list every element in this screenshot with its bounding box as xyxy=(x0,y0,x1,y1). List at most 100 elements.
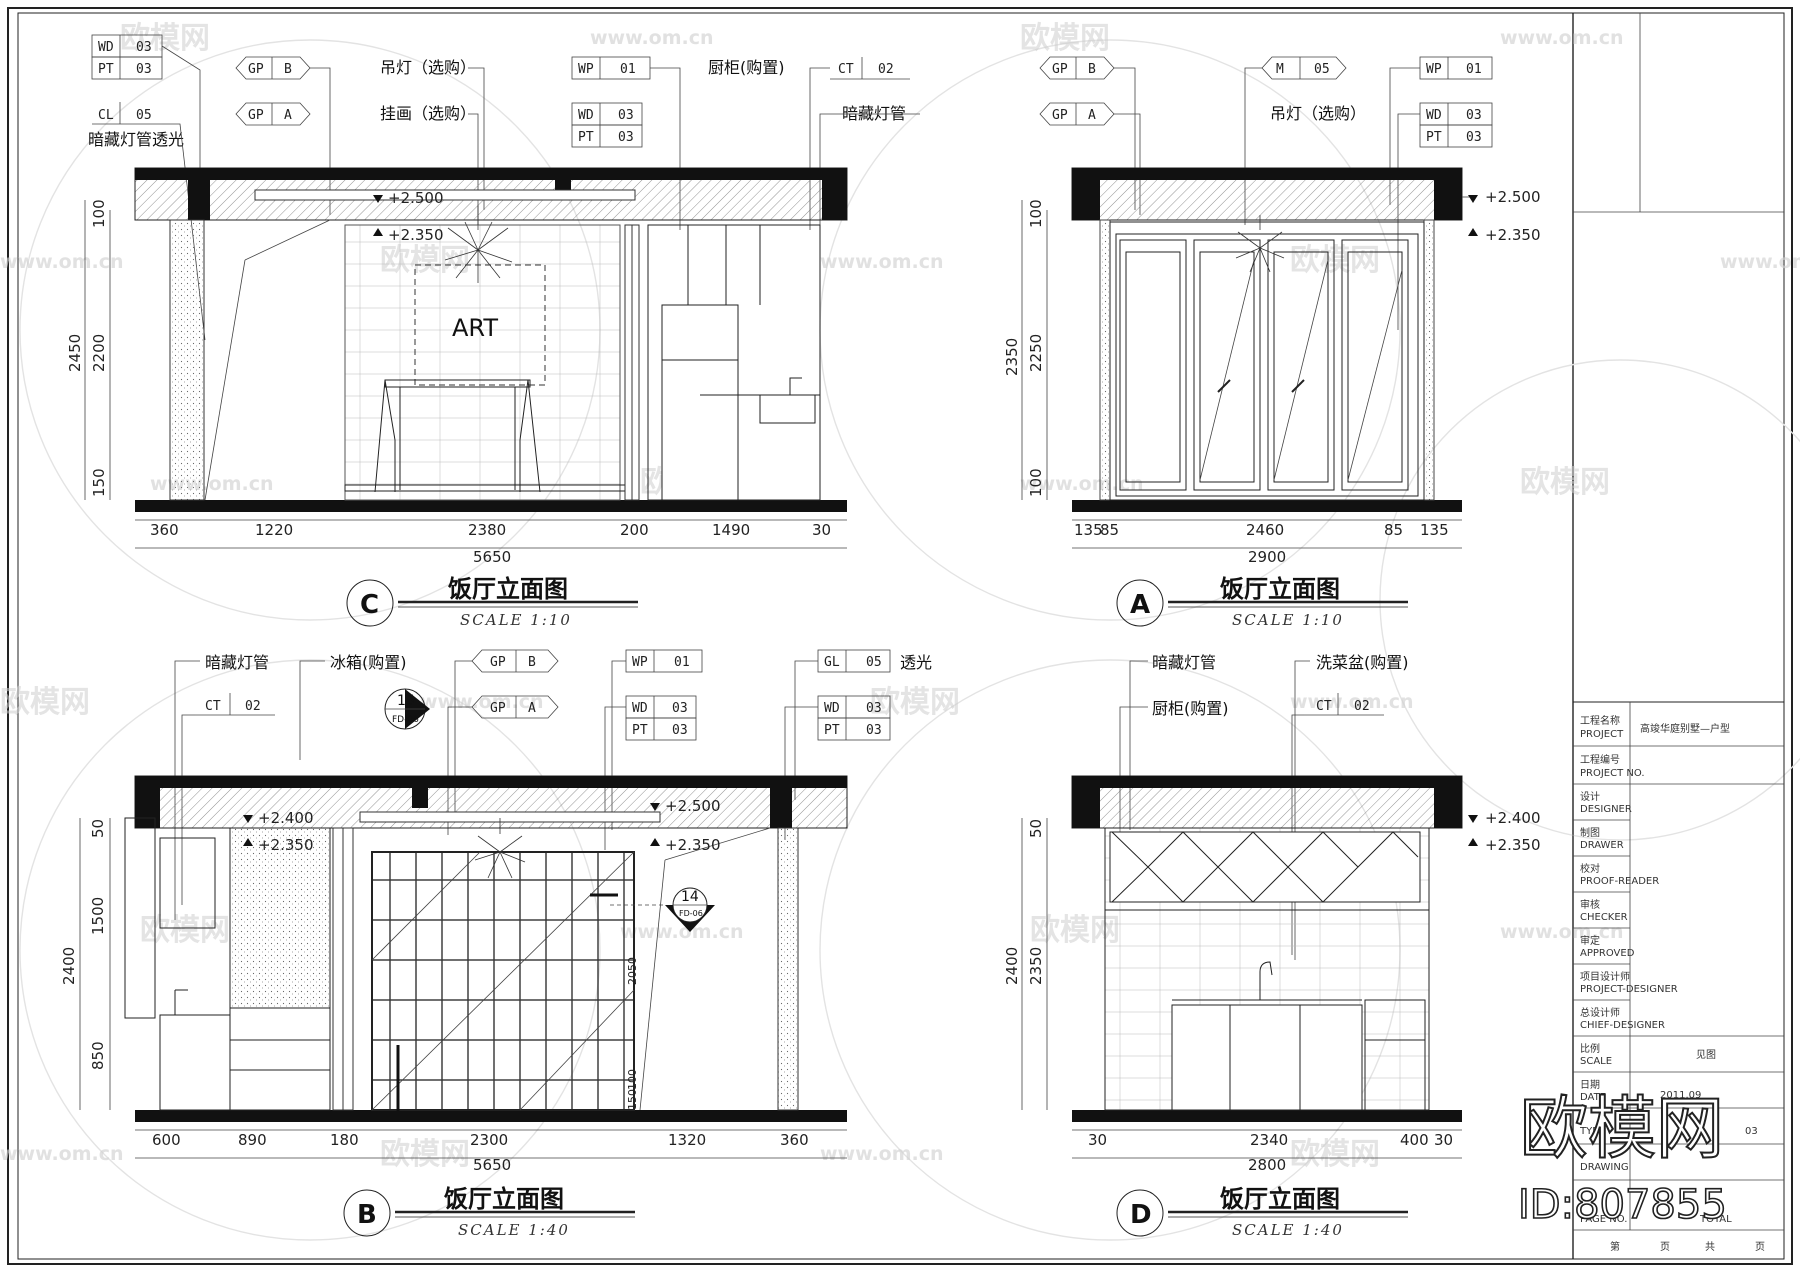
chandelier-icon xyxy=(444,205,513,283)
svg-text:B: B xyxy=(1088,62,1096,77)
label-hidden-trans: 暗藏灯管透光 xyxy=(88,130,184,149)
svg-text:CT: CT xyxy=(838,62,854,77)
svg-text:1320: 1320 xyxy=(668,1131,706,1149)
svg-text:85: 85 xyxy=(1100,521,1119,539)
svg-text:PROJECT NO.: PROJECT NO. xyxy=(1580,768,1645,779)
watermark-site: www.om.cn xyxy=(1290,691,1414,713)
svg-text:01: 01 xyxy=(1466,62,1482,77)
svg-text:135: 135 xyxy=(1074,521,1103,539)
svg-text:2300: 2300 xyxy=(470,1131,508,1149)
kitchen-wall-d xyxy=(1104,827,1430,1111)
svg-text:100: 100 xyxy=(1027,468,1045,497)
watermark-site: www.om.cn xyxy=(1020,473,1144,495)
svg-text:+2.400: +2.400 xyxy=(258,809,314,827)
svg-text:PT: PT xyxy=(1426,130,1442,145)
svg-text:DESIGNER: DESIGNER xyxy=(1580,804,1632,815)
svg-text:100: 100 xyxy=(626,1069,639,1090)
label-trans: 透光 xyxy=(900,653,932,672)
fridge-cabinet-zone xyxy=(124,817,331,1111)
svg-text:+2.350: +2.350 xyxy=(665,836,721,854)
svg-text:135: 135 xyxy=(1420,521,1449,539)
watermark-site: www.om.cn xyxy=(620,921,744,943)
svg-text:WP: WP xyxy=(578,62,594,77)
art-label: ART xyxy=(452,314,498,342)
svg-text:GP: GP xyxy=(248,62,264,77)
title-a: 饭厅立面图 xyxy=(1220,575,1340,603)
watermark-site: www.om.cn xyxy=(1720,251,1800,273)
watermark-site: www.om.cn xyxy=(0,251,124,273)
svg-text:180: 180 xyxy=(330,1131,359,1149)
svg-text:03: 03 xyxy=(1745,1126,1758,1137)
watermark-site: www.om.cn xyxy=(150,473,274,495)
svg-text:50: 50 xyxy=(1027,819,1045,838)
view-marker-d xyxy=(1116,1189,1164,1237)
title-c: 饭厅立面图 xyxy=(448,575,568,603)
dims-c: 360 1220 2380 200 1490 30 5650 100 2200 … xyxy=(66,199,831,566)
svg-text:M: M xyxy=(1276,62,1284,77)
svg-text:GL: GL xyxy=(824,655,840,670)
svg-text:05: 05 xyxy=(1314,62,1330,77)
svg-text:DRAWING: DRAWING xyxy=(1580,1162,1629,1173)
svg-text:PROJECT-DESIGNER: PROJECT-DESIGNER xyxy=(1580,984,1678,995)
brand-id: ID:807855 xyxy=(1518,1182,1727,1228)
svg-text:FD-06: FD-06 xyxy=(392,715,419,725)
watermarks: 欧模网 www.om.cn 欧模网 www.om.cn www.om.cn 欧模… xyxy=(0,21,1800,1172)
section-callout-14: 14 FD-06 xyxy=(610,887,715,932)
svg-text:WD: WD xyxy=(578,108,594,123)
svg-text:审核: 审核 xyxy=(1580,898,1600,911)
scale-value: 见图 xyxy=(1696,1049,1716,1061)
svg-text:2340: 2340 xyxy=(1250,1131,1288,1149)
svg-text:页: 页 xyxy=(1660,1241,1670,1253)
svg-text:GP: GP xyxy=(1052,62,1068,77)
svg-text:+2.350: +2.350 xyxy=(258,836,314,854)
svg-text:A: A xyxy=(528,701,536,716)
watermark-brand: 欧模网 xyxy=(870,685,960,720)
svg-text:WD: WD xyxy=(824,701,840,716)
svg-text:03: 03 xyxy=(1466,130,1482,145)
svg-text:A: A xyxy=(284,108,292,123)
svg-text:2350: 2350 xyxy=(1027,947,1045,985)
svg-text:TYPE: TYPE xyxy=(1579,1126,1605,1137)
svg-text:PAGE NO.: PAGE NO. xyxy=(1580,1214,1627,1225)
svg-text:+2.500: +2.500 xyxy=(388,189,444,207)
dims-b: 600 890 180 2300 1320 360 5650 50 1500 8… xyxy=(60,819,809,1174)
label-cabinet: 厨柜(购置) xyxy=(708,58,785,77)
svg-text:03: 03 xyxy=(136,40,152,55)
svg-text:03: 03 xyxy=(672,723,688,738)
svg-text:03: 03 xyxy=(672,701,688,716)
svg-text:PT: PT xyxy=(824,723,840,738)
svg-text:SCALE 1:10: SCALE 1:10 xyxy=(1232,611,1344,629)
project-name: 高竣华庭别墅—户型 xyxy=(1640,722,1730,735)
svg-text:D: D xyxy=(1130,1200,1152,1230)
svg-text:B: B xyxy=(357,1200,377,1230)
brand-overlay: 欧模网 ID:807855 xyxy=(1517,1089,1727,1229)
svg-text:WD: WD xyxy=(632,701,648,716)
watermark-site: www.om.cn xyxy=(820,251,944,273)
svg-text:GP: GP xyxy=(248,108,264,123)
label-hidden-light-d: 暗藏灯管 xyxy=(1152,653,1216,672)
svg-text:制图: 制图 xyxy=(1580,826,1600,839)
svg-text:SCALE 1:40: SCALE 1:40 xyxy=(458,1221,570,1239)
svg-text:1220: 1220 xyxy=(255,521,293,539)
svg-text:02: 02 xyxy=(245,699,261,714)
svg-text:CL: CL xyxy=(98,108,114,123)
watermark-site: www.om.cn xyxy=(820,1143,944,1165)
svg-text:+2.350: +2.350 xyxy=(1485,226,1541,244)
svg-text:项目设计师: 项目设计师 xyxy=(1580,970,1630,983)
svg-text:01: 01 xyxy=(674,655,690,670)
watermark-brand: 欧模网 xyxy=(1020,21,1110,56)
watermark-brand: 欧模网 xyxy=(1290,243,1380,278)
svg-text:FD-06: FD-06 xyxy=(679,909,703,918)
svg-text:+2.500: +2.500 xyxy=(665,797,721,815)
svg-text:85: 85 xyxy=(1384,521,1403,539)
label-painting: 挂画（选购） xyxy=(380,104,476,123)
svg-text:2050: 2050 xyxy=(626,957,639,985)
svg-text:2400: 2400 xyxy=(1003,947,1021,985)
label-sink: 洗菜盆(购置) xyxy=(1316,653,1409,672)
